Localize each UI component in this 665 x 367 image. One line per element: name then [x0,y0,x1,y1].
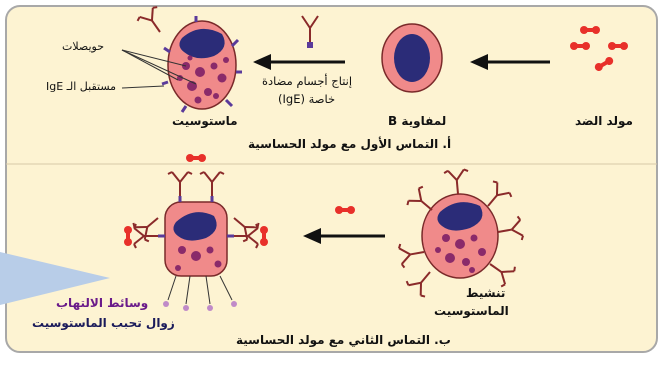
vesicles-label: حويصلات [62,40,104,53]
activation-label-line2: الماستوسيت [434,304,509,318]
panel-b-caption: ب. التماس الثاني مع مولد الحساسية [236,333,451,347]
b-cell-label: لمفاوية B [388,114,446,128]
receptor-icon [307,42,313,48]
ige-receptor-label: مستقبل الـ IgE [46,80,116,93]
b-cell-icon [382,24,442,92]
antigen-label: مولد الضد [575,114,633,128]
mastocyte-label: ماستوسيت [172,114,238,128]
antibody-production-label: إنتاج أجسام مضادة [262,74,352,88]
panel-a-caption: أ. التماس الأول مع مولد الحساسية [248,137,451,151]
mediators-label: وسائط الالتهاب [56,296,148,310]
activation-label: تنشيط [466,286,505,300]
specific-ige-label: خاصة (IgE) [278,92,335,106]
degranulation-label: زوال تحبب الماستوسيت [32,316,175,330]
